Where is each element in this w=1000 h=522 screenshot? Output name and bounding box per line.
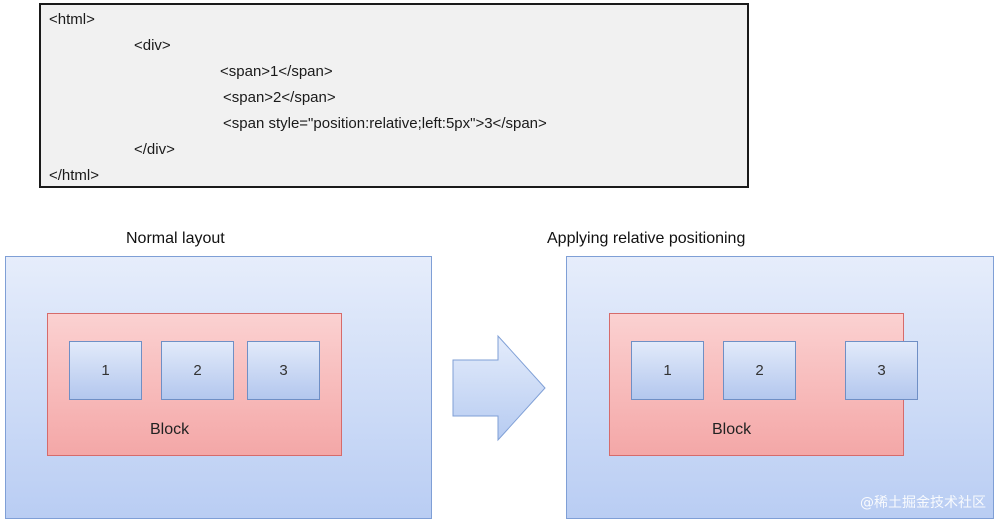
normal-block-label: Block [150,421,190,438]
relative-block: 1 2 3 Block [609,313,918,456]
watermark-text: @稀土掘金技术社区 [860,495,986,511]
relative-span-1: 1 [631,341,704,400]
relative-span-3: 3 [845,341,918,400]
code-snippet-box: <html> <div> <span>1</span> <span>2</spa… [39,3,749,188]
code-line-html-open: <html> [49,11,95,28]
relative-positioning-panel: 1 2 3 Block [566,256,994,519]
normal-layout-caption: Normal layout [126,230,225,247]
code-line-html-close: </html> [49,167,100,184]
code-line-div-close: </div> [134,141,175,158]
normal-block: 1 2 3 Block [47,313,342,456]
normal-span-3: 3 [247,341,320,400]
relative-positioning-caption: Applying relative positioning [547,230,746,247]
code-line-span-1: <span>1</span> [220,63,333,80]
relative-block-label: Block [712,421,752,438]
normal-span-1: 1 [69,341,142,400]
code-line-span-2: <span>2</span> [223,89,336,106]
normal-layout-panel: 1 2 3 Block [5,256,432,519]
right-arrow-icon [452,334,546,442]
code-line-span-3: <span style="position:relative;left:5px"… [223,115,547,132]
relative-span-2: 2 [723,341,796,400]
code-line-div-open: <div> [134,37,171,54]
normal-span-2: 2 [161,341,234,400]
